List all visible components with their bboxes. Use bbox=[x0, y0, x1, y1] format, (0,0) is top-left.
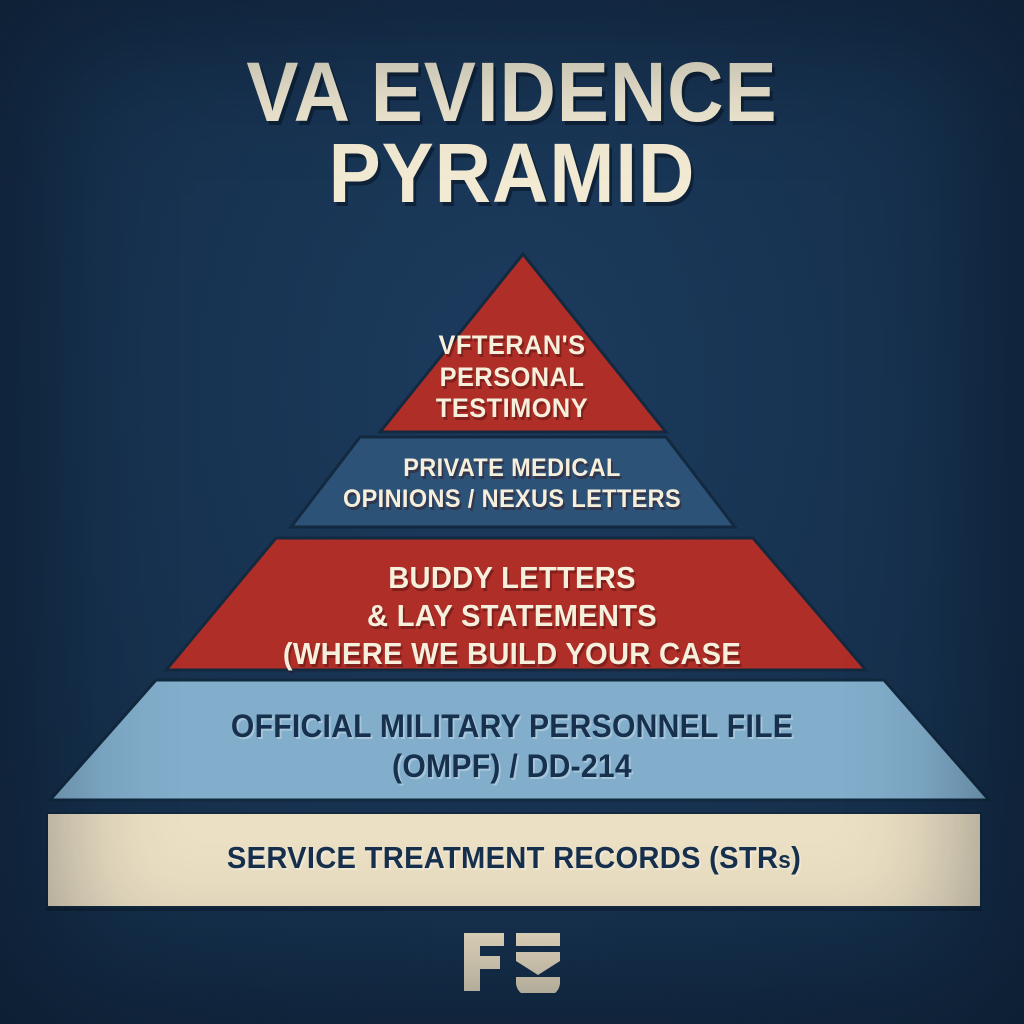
brand-logo bbox=[0, 924, 1024, 1000]
tier-2-shape bbox=[287, 435, 739, 529]
page-title: VA EVIDENCE PYRAMID bbox=[0, 45, 1024, 220]
tier-5-label-main: SERVICE TREATMENT RECORDS (STR bbox=[226, 840, 779, 875]
tier-3-shape bbox=[162, 536, 870, 672]
tier-5-label: SERVICE TREATMENT RECORDS (STRs) bbox=[76, 840, 952, 876]
tier-5-label-tail: ) bbox=[791, 840, 802, 875]
pyramid-tier-1: VFTERAN'S PERSONAL TESTIMONY bbox=[0, 252, 1024, 434]
title-line-1: VA EVIDENCE bbox=[246, 45, 778, 139]
tier-4-shape bbox=[46, 678, 993, 802]
pyramid-tier-5: SERVICE TREATMENT RECORDS (STRs) bbox=[46, 812, 982, 908]
f-shield-monogram-icon bbox=[464, 933, 560, 993]
title-line-2: PYRAMID bbox=[328, 125, 696, 220]
pyramid-tier-4: OFFICIAL MILITARY PERSONNEL FILE (OMPF) … bbox=[0, 678, 1024, 802]
pyramid-tier-3: BUDDY LETTERS & LAY STATEMENTS (WHERE WE… bbox=[0, 536, 1024, 672]
tier-1-shape bbox=[376, 252, 670, 434]
pyramid-tier-2: PRIVATE MEDICAL OPINIONS / NEXUS LETTERS bbox=[0, 435, 1024, 529]
tier-5-label-sub: s bbox=[778, 847, 792, 874]
